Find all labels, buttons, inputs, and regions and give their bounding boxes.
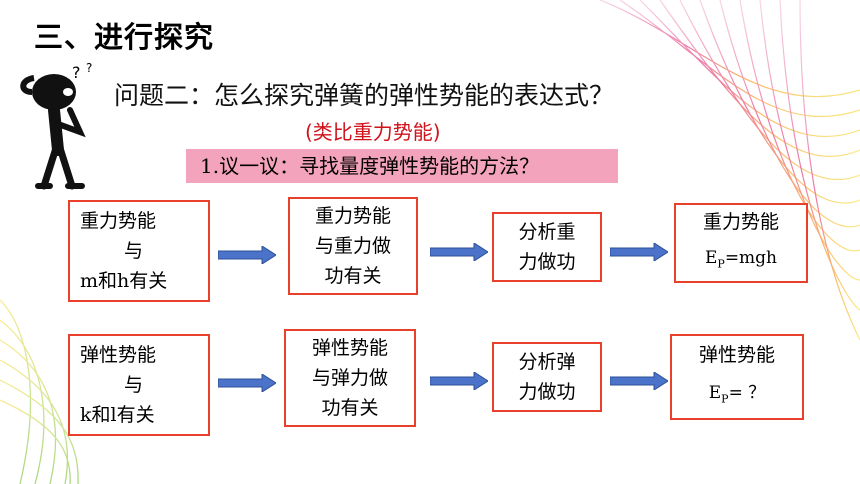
box-line: 与弹力做 [311, 367, 388, 389]
right-arrow-icon [430, 372, 488, 390]
box-line: 功有关 [321, 397, 379, 419]
task-banner: 1.议一议：寻找量度弹性势能的方法？ [186, 149, 618, 183]
elastic-box-work: 弹性势能 与弹力做 功有关 [284, 329, 416, 427]
box-line: 重力势能 [702, 210, 779, 233]
right-arrow-icon [218, 246, 276, 264]
box-line: 与重力做 [314, 235, 391, 257]
elastic-box-formula: 弹性势能 EP= ？ [670, 334, 804, 420]
formula: EP=mgh [676, 243, 806, 279]
gravity-box-factors: 重力势能 与 m和h有关 [68, 200, 210, 302]
formula-sub: P [721, 392, 729, 406]
box-line: 重力势能 [314, 205, 391, 227]
svg-text:?: ? [86, 62, 92, 75]
question-text: 问题二：怎么探究弹簧的弹性势能的表达式？ [114, 81, 615, 110]
gravity-box-work: 重力势能 与重力做 功有关 [288, 197, 418, 295]
box-line: 重力势能 [80, 210, 157, 232]
box-line: 功有关 [324, 265, 382, 287]
box-line: 弹性势能 [311, 337, 388, 359]
box-line: 与 [124, 240, 144, 262]
box-line: k和l有关 [80, 404, 155, 426]
box-line: 弹性势能 [80, 344, 157, 366]
box-line: 分析弹 [518, 351, 576, 373]
formula: EP= ？ [672, 378, 802, 414]
svg-text:?: ? [72, 63, 81, 82]
elastic-box-analyze: 分析弹 力做功 [492, 342, 602, 412]
swirl-right [599, 0, 860, 341]
box-line: 力做功 [518, 381, 576, 403]
right-arrow-icon [610, 372, 668, 390]
box-line: 分析重 [518, 221, 576, 243]
box-line: 力做功 [518, 251, 576, 273]
formula-e: E [708, 382, 722, 403]
thinking-man-question-icon: ? ? [20, 62, 92, 190]
formula-rest: = ？ [728, 382, 766, 403]
analogy-subtitle: (类比重力势能) [305, 120, 441, 144]
gravity-box-formula: 重力势能 EP=mgh [674, 203, 808, 283]
box-line: m和h有关 [80, 270, 168, 292]
formula-rest: =mgh [724, 247, 778, 268]
slide-title: 三、进行探究 [34, 20, 215, 54]
right-arrow-icon [430, 243, 488, 261]
right-arrow-icon [610, 243, 668, 261]
right-arrow-icon [218, 374, 276, 392]
box-line: 弹性势能 [698, 343, 775, 366]
gravity-box-analyze: 分析重 力做功 [492, 212, 602, 282]
formula-e: E [704, 247, 718, 268]
elastic-box-factors: 弹性势能 与 k和l有关 [68, 334, 210, 436]
swirl-bottom-left [0, 299, 79, 484]
formula-sub: P [717, 257, 725, 271]
box-line: 与 [124, 374, 144, 396]
